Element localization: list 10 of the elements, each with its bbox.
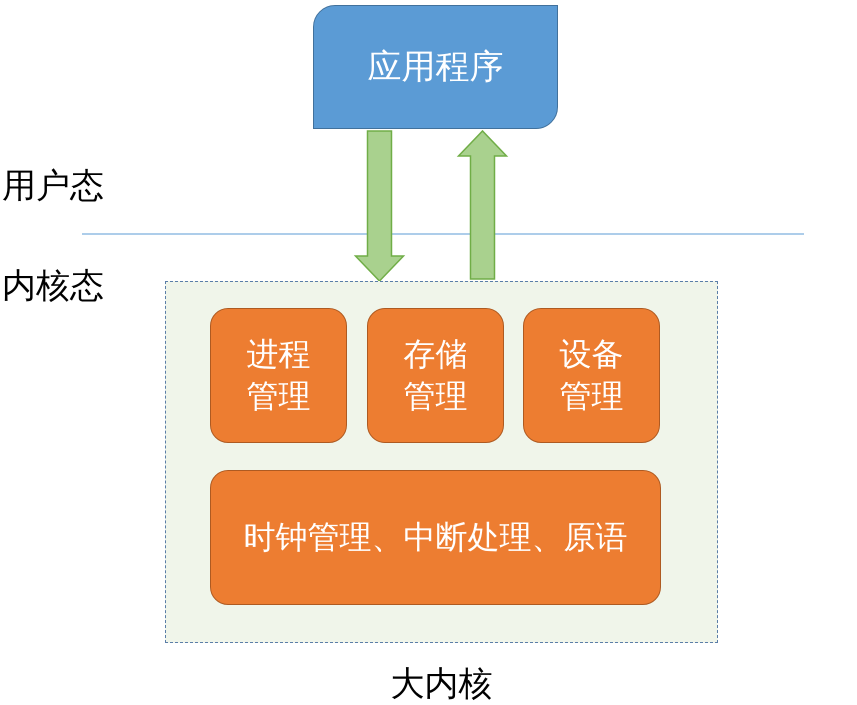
module-box: 时钟管理、中断处理、原语 [210, 470, 661, 605]
block-arrow [354, 130, 406, 282]
module-box: 设备管理 [523, 308, 660, 443]
side-label: 用户态 [2, 165, 104, 208]
block-arrow [456, 130, 508, 280]
side-label: 内核态 [2, 265, 104, 308]
module-box: 进程管理 [210, 308, 347, 443]
application-box: 应用程序 [313, 5, 558, 129]
module-box: 存储管理 [367, 308, 504, 443]
frame-title: 大内核 [390, 663, 494, 705]
